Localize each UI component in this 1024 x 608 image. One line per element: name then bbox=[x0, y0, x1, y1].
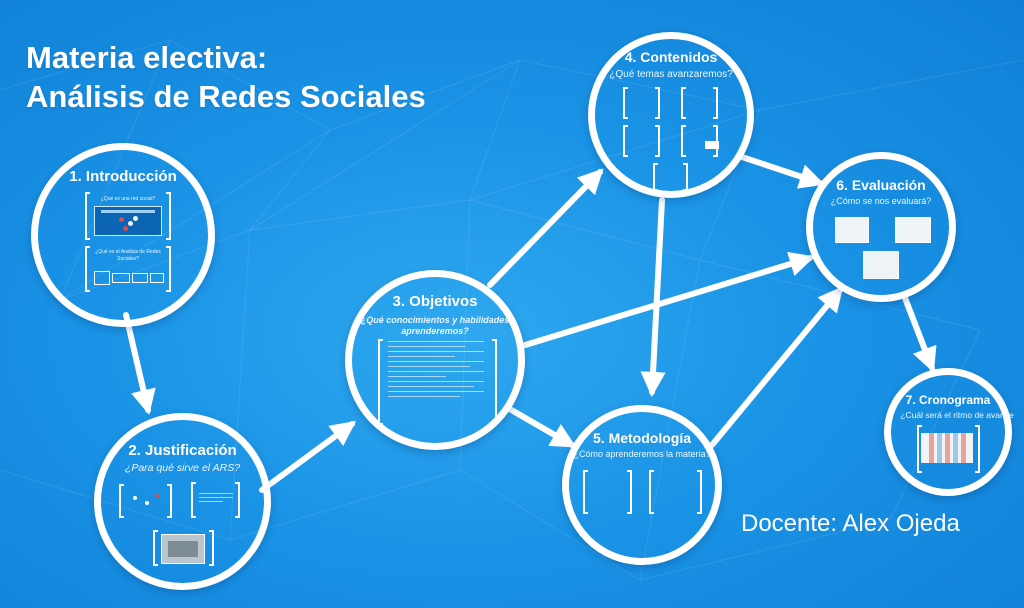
justif-thumbnail-1 bbox=[129, 492, 165, 512]
node-subtitle: ¿Cómo aprenderemos la materia? bbox=[573, 449, 711, 459]
arrow-5-to-6 bbox=[709, 286, 844, 448]
justif-thumbnail-3 bbox=[161, 534, 205, 564]
arrow-4-to-6 bbox=[739, 154, 825, 189]
node-cronograma[interactable]: 7. Cronograma ¿Cuál será el ritmo de ava… bbox=[884, 368, 1014, 496]
node-evaluacion[interactable]: 6. Evaluación ¿Cómo se nos evaluará? bbox=[806, 152, 956, 302]
intro-thumbnail-2 bbox=[94, 271, 164, 285]
node-subtitle-line-2: aprenderemos? bbox=[401, 326, 469, 336]
arrow-6-to-7 bbox=[902, 295, 937, 373]
intro-thumbnail-1 bbox=[94, 206, 162, 236]
arrow-3-to-6 bbox=[519, 251, 815, 349]
eval-thumbnail-3 bbox=[863, 251, 899, 279]
node-subtitle: ¿Qué temas avanzaremos? bbox=[609, 69, 733, 80]
arrow-2-to-3 bbox=[259, 421, 357, 493]
title-line-1: Materia electiva: bbox=[26, 40, 268, 75]
eval-thumbnail-1 bbox=[835, 217, 869, 243]
node-title: 3. Objetivos bbox=[392, 293, 478, 310]
node-subtitle: ¿Para qué sirve el ARS? bbox=[124, 462, 241, 474]
node-metodologia[interactable]: 5. Metodología ¿Cómo aprenderemos la mat… bbox=[562, 405, 722, 565]
node-title: 6. Evaluación bbox=[836, 177, 926, 193]
node-title: 7. Cronograma bbox=[905, 393, 991, 407]
arrow-1-to-2 bbox=[123, 312, 156, 415]
node-objetivos[interactable]: 3. Objetivos ¿Qué conocimientos y habili… bbox=[345, 270, 525, 450]
node-introduccion[interactable]: 1. Introducción ¿Qué es una red social? … bbox=[31, 143, 215, 327]
title-line-2: Análisis de Redes Sociales bbox=[26, 79, 426, 114]
justif-thumbnail-2 bbox=[199, 490, 233, 505]
eval-thumbnail-2 bbox=[895, 217, 931, 243]
arrow-3-to-4 bbox=[487, 168, 604, 288]
node-title: 4. Contenidos bbox=[624, 49, 718, 65]
docente-label: Docente: Alex Ojeda bbox=[741, 510, 960, 537]
objetivos-text-lines bbox=[388, 337, 484, 401]
intro-item-1: ¿Qué es una red social? bbox=[100, 196, 156, 202]
node-subtitle: ¿Cuál será el ritmo de avance bbox=[900, 410, 1014, 420]
arrow-3-to-5 bbox=[505, 405, 577, 448]
node-contenidos[interactable]: 4. Contenidos ¿Qué temas avanzaremos? bbox=[588, 32, 754, 198]
intro-item-2: ¿Qué es el Análisis de Redes Sociales? bbox=[95, 249, 161, 262]
node-title: 5. Metodología bbox=[593, 430, 691, 446]
node-justificacion[interactable]: 2. Justificación ¿Para qué sirve el ARS? bbox=[94, 413, 271, 590]
node-subtitle-line-1: ¿Qué conocimientos y habilidades bbox=[360, 315, 510, 325]
arrow-4-to-5 bbox=[640, 197, 666, 398]
cronograma-table bbox=[921, 433, 973, 463]
node-title: 2. Justificación bbox=[128, 442, 237, 459]
node-subtitle: ¿Cómo se nos evaluará? bbox=[830, 196, 932, 206]
presentation-title: Materia electiva: Análisis de Redes Soci… bbox=[26, 38, 426, 116]
node-title: 1. Introducción bbox=[69, 168, 177, 185]
